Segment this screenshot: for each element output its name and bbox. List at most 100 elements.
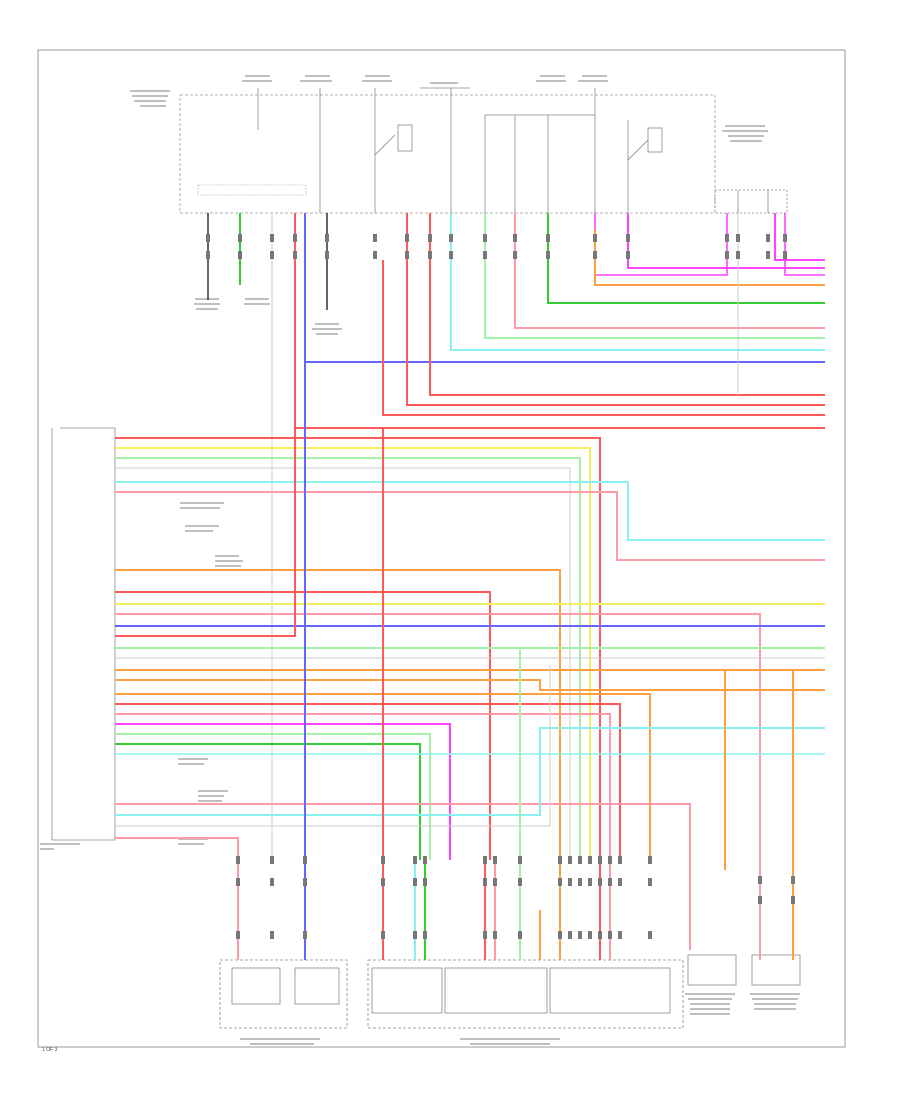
connector-pin [626, 234, 630, 242]
connector-pin [303, 856, 307, 864]
connector-pin [598, 856, 602, 864]
wire-l-18 [115, 703, 621, 860]
connector-pins [206, 234, 795, 939]
connector-pin [648, 878, 652, 886]
wire-top-14 [784, 213, 825, 276]
connector-pin [568, 878, 572, 886]
connector-pin [206, 251, 210, 259]
connector-pin [483, 234, 487, 242]
connector-pin [493, 856, 497, 864]
wire-top-13 [774, 213, 825, 261]
connector-pin [608, 931, 612, 939]
wire-l-25 [115, 727, 825, 816]
connector-pin [578, 856, 582, 864]
wire-top-5 [514, 213, 825, 329]
wire-top-7 [450, 213, 825, 351]
connector-pin [206, 234, 210, 242]
connector-pin [618, 856, 622, 864]
connector-pin [608, 878, 612, 886]
connector-pin [518, 931, 522, 939]
connector-pin [578, 878, 582, 886]
connector-pin [413, 856, 417, 864]
wire-top-4 [547, 213, 825, 304]
connector-pin [381, 878, 385, 886]
connector-pin [303, 931, 307, 939]
connector-pin [293, 234, 297, 242]
connector-pin [766, 251, 770, 259]
connector-pin [423, 931, 427, 939]
connector-pin [725, 251, 729, 259]
connector-pin [270, 878, 274, 886]
wire-l-12 [115, 428, 296, 637]
connector-pin [373, 251, 377, 259]
connector-pin [381, 856, 385, 864]
connector-pin [783, 234, 787, 242]
connector-pin [493, 878, 497, 886]
connector-pin [568, 856, 572, 864]
connector-pin [558, 931, 562, 939]
connector-pin [381, 931, 385, 939]
wire-l-26 [115, 665, 551, 827]
connector-pin [758, 896, 762, 904]
bottom-components [219, 954, 801, 1029]
connector-pin [413, 878, 417, 886]
wire-top-10 [406, 213, 825, 406]
connector-pin [758, 876, 762, 884]
wire-l-4 [115, 467, 571, 860]
page-frame [37, 49, 846, 1048]
wire-l-21 [115, 733, 431, 860]
connector-pin [303, 878, 307, 886]
connector-pin [608, 856, 612, 864]
wire-l-5 [115, 481, 825, 541]
connector-pin [449, 251, 453, 259]
connector-pin [428, 234, 432, 242]
wire-l-1 [115, 437, 601, 860]
wire-top-1 [627, 213, 825, 269]
connector-pin [593, 251, 597, 259]
connector-pin [618, 931, 622, 939]
wire-l-22 [115, 743, 421, 860]
wire-top-2 [594, 213, 728, 276]
control-unit-connector [51, 427, 116, 841]
connector-pin [546, 234, 550, 242]
wire-l-2 [115, 447, 591, 860]
connector-pin [791, 896, 795, 904]
wire-l-6 [115, 491, 825, 561]
wire-l-27 [115, 837, 239, 960]
wire-top-11 [382, 260, 825, 416]
wire-l-10 [115, 613, 761, 860]
connector-pin [293, 251, 297, 259]
connector-pin [325, 251, 329, 259]
connector-pin [405, 234, 409, 242]
connector-pin [518, 878, 522, 886]
connector-pin [423, 878, 427, 886]
connector-pin [413, 931, 417, 939]
connector-pin [558, 878, 562, 886]
connector-pin [270, 856, 274, 864]
connector-pin [648, 856, 652, 864]
connector-pin [593, 234, 597, 242]
connector-pin [513, 234, 517, 242]
connector-pin [236, 878, 240, 886]
page-label: 1 OF 3 [42, 1047, 58, 1053]
connector-pin [568, 931, 572, 939]
connector-pin [270, 234, 274, 242]
wire-top-3 [594, 230, 825, 286]
connector-pin [236, 856, 240, 864]
connector-pin [791, 876, 795, 884]
connector-pin [238, 234, 242, 242]
connector-pin [270, 251, 274, 259]
connector-pin [493, 931, 497, 939]
connector-pin [598, 931, 602, 939]
connector-pin [483, 856, 487, 864]
connector-pin [325, 234, 329, 242]
wire-l-16 [115, 679, 825, 691]
connector-pin [618, 878, 622, 886]
connector-pin [270, 931, 274, 939]
wire-l-3 [115, 457, 581, 860]
connector-pin [373, 234, 377, 242]
connector-pin [783, 251, 787, 259]
connector-pin [518, 856, 522, 864]
connector-pin [648, 931, 652, 939]
